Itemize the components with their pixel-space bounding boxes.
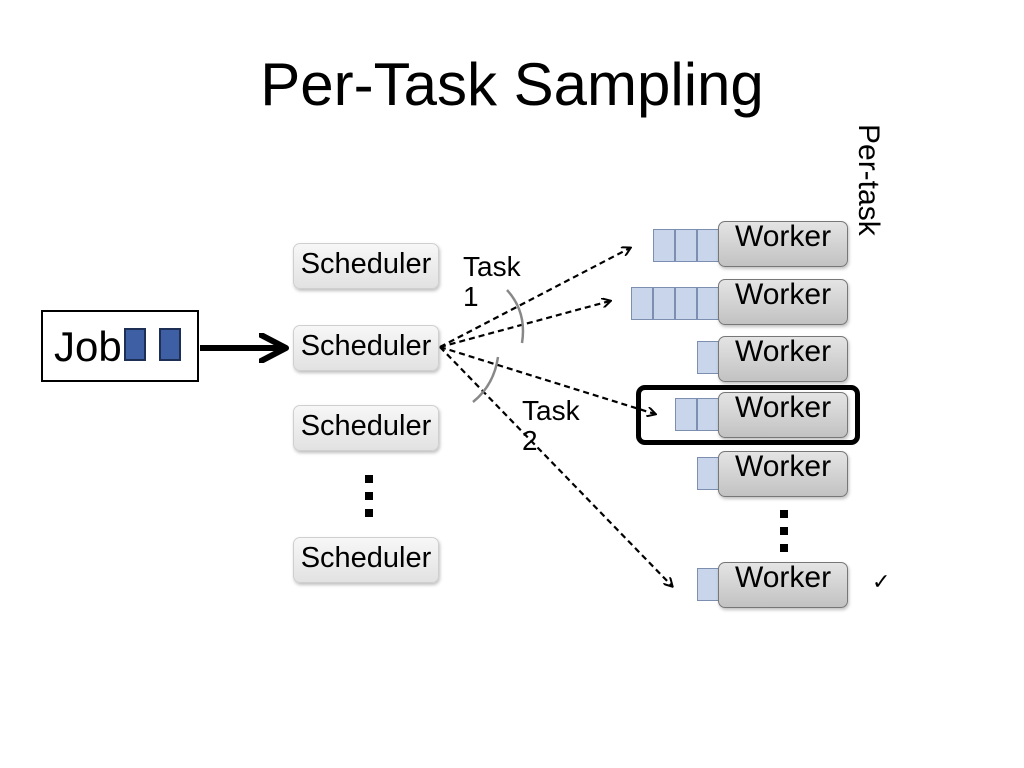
task-2-label: Task 2 bbox=[522, 395, 580, 456]
job-box: Job bbox=[41, 310, 199, 382]
queue-slot bbox=[697, 457, 719, 490]
task-1-label: Task 1 bbox=[463, 251, 521, 312]
per-task-label: Per-task bbox=[852, 124, 885, 236]
task2-arc bbox=[472, 356, 500, 403]
probe-arrow-4 bbox=[439, 346, 672, 586]
queue-slot bbox=[653, 287, 675, 320]
scheduler-ellipsis bbox=[365, 475, 373, 526]
queue-slot bbox=[697, 568, 719, 601]
selected-worker-highlight bbox=[636, 385, 860, 445]
check-icon: ✓ bbox=[872, 569, 891, 594]
queue-slot bbox=[675, 398, 697, 431]
probe-arrow-1 bbox=[439, 248, 630, 348]
job-task bbox=[159, 328, 181, 361]
queue-slot bbox=[653, 229, 675, 262]
slide-title: Per-Task Sampling bbox=[260, 51, 764, 118]
worker-box: Worker bbox=[718, 221, 848, 267]
scheduler-box: Scheduler bbox=[293, 243, 439, 289]
probe-arrow-3 bbox=[439, 345, 655, 414]
queue-slot bbox=[631, 287, 653, 320]
scheduler-box: Scheduler bbox=[293, 405, 439, 451]
scheduler-box: Scheduler bbox=[293, 537, 439, 583]
scheduler-box: Scheduler bbox=[293, 325, 439, 371]
worker-box: Worker bbox=[718, 392, 848, 438]
worker-box: Worker bbox=[718, 451, 848, 497]
worker-box: Worker bbox=[718, 336, 848, 382]
queue-slot bbox=[697, 341, 719, 374]
queue-slot bbox=[697, 287, 719, 320]
worker-box: Worker bbox=[718, 562, 848, 608]
job-task bbox=[124, 328, 146, 361]
task1-arc bbox=[506, 289, 525, 344]
queue-slot bbox=[697, 229, 719, 262]
queue-slot bbox=[675, 287, 697, 320]
worker-box: Worker bbox=[718, 279, 848, 325]
job-label: Job bbox=[54, 323, 122, 370]
worker-ellipsis bbox=[780, 510, 788, 561]
queue-slot bbox=[675, 229, 697, 262]
